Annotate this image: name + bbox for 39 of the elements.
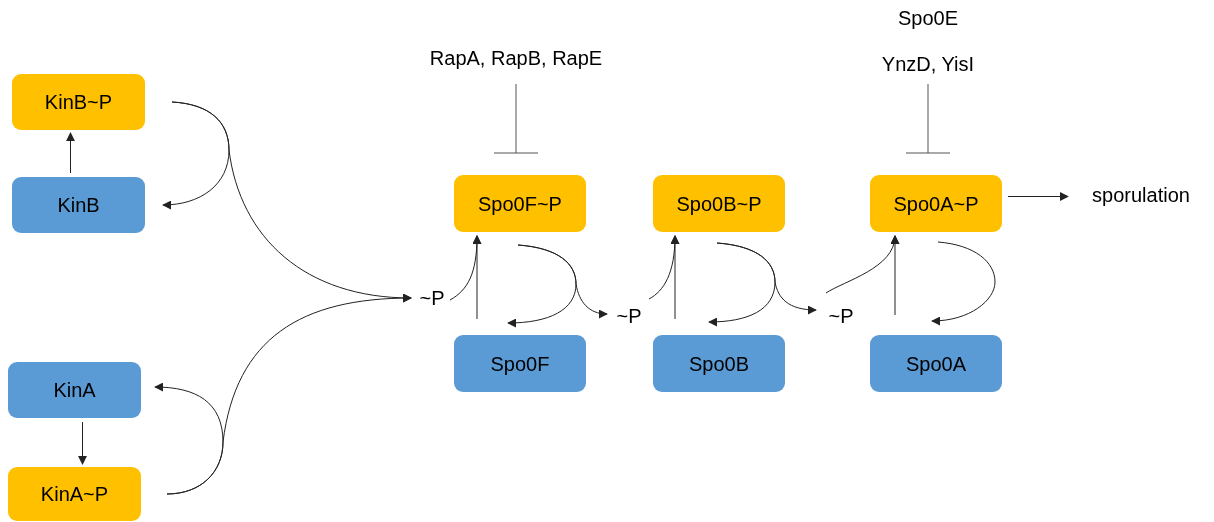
label-text: RapA, RapB, RapE [429,46,603,70]
arrow [670,235,680,320]
arrow [517,244,608,319]
protein-box [12,74,145,130]
protein-box [454,175,586,232]
protein-name: KinA~P [40,482,109,506]
protein-name: Spo0B~P [676,191,762,216]
protein-box [653,335,785,392]
label-text: sporulation [1092,183,1190,207]
protein-box [870,175,1002,232]
protein-name: Spo0F [490,351,550,376]
protein-box [12,177,145,233]
protein-name: Spo0A~P [893,191,979,216]
protein-name: Spo0F~P [478,191,562,216]
label-text: YnzD, YisI [881,52,975,76]
arrow [716,242,817,315]
protein-box [870,335,1002,392]
protein-name: KinB~P [44,90,113,114]
protein-box [653,175,785,232]
label-text: ~P [828,304,854,328]
inhibition-line [905,83,951,154]
arrow [1007,192,1069,201]
inhibition-line [493,83,539,154]
label-text: ~P [419,286,445,310]
label-text: ~P [616,304,642,328]
protein-name: KinB [57,193,100,217]
arrow [166,293,412,495]
arrow [931,241,996,326]
protein-name: KinA [53,378,96,402]
protein-name: Spo0A [905,351,967,376]
label-text: Spo0E [897,6,959,30]
protein-box [8,467,141,521]
arrow [66,132,75,174]
arrow [890,235,900,316]
protein-box [8,362,141,418]
protein-box [454,335,586,392]
protein-name: Spo0B [688,351,750,376]
arrow [78,421,87,465]
arrow [472,235,482,320]
